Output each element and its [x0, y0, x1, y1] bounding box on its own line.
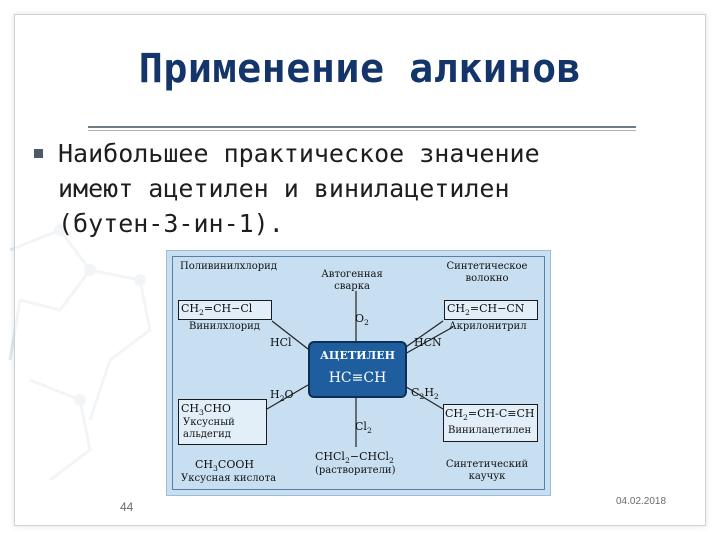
- title-underline-thin: [88, 130, 636, 131]
- slide-title: Применение алкинов: [138, 46, 582, 92]
- vinylacetylene-box: [443, 404, 538, 442]
- diagram-inner-border: [172, 256, 545, 490]
- acetic-acid-formula: CH3COOH: [195, 458, 254, 474]
- vinylchloride-box: [178, 300, 272, 320]
- body-text: Наибольшее практическое значение имеют а…: [58, 136, 698, 241]
- slide-number: 44: [120, 500, 134, 514]
- acetic-acid-name: Уксусная кислота: [181, 473, 277, 484]
- acetylene-center-box: АЦЕТИЛЕН HC≡CH: [308, 341, 407, 398]
- diagram-connector-lines: [266, 291, 454, 447]
- vinylchloride-name: Винилхлорид: [189, 321, 260, 332]
- reagent-o2: O2: [355, 312, 369, 328]
- reagent-cl2: Cl2: [355, 420, 372, 436]
- title-underline: [88, 126, 636, 128]
- fiber-label: Синтетическое волокно: [446, 261, 528, 284]
- polyvinylchloride-label: Поливинилхлорид: [180, 261, 277, 272]
- reagent-c2h2: C2H2: [411, 386, 439, 402]
- acetaldehyde-formula: CH3CHO: [181, 402, 231, 418]
- acetylene-uses-diagram: Поливинилхлорид Автогенная сварка Синтет…: [166, 250, 551, 496]
- acrylonitrile-formula: CH2=CH−CN: [447, 302, 525, 318]
- acrylonitrile-name: Акрилонитрил: [449, 321, 527, 332]
- solvent-formula: CHCl2−CHCl2: [315, 450, 394, 466]
- square-bullet-icon: [34, 149, 43, 158]
- solvent-name: (растворители): [315, 465, 396, 476]
- vinylacetylene-formula: CH2=CH-C≡CH: [445, 407, 535, 423]
- acetylene-formula: HC≡CH: [328, 370, 387, 386]
- welding-label: Автогенная сварка: [321, 269, 383, 292]
- body-line: Наибольшее практическое значение: [58, 139, 540, 168]
- vinylacetylene-name: Винилацетилен: [448, 425, 532, 436]
- acetaldehyde-box: [178, 399, 267, 445]
- slide-date: 04.02.2018: [616, 496, 667, 507]
- reagent-h2o: H2O: [270, 388, 294, 404]
- reagent-hcl: HCl: [270, 336, 292, 349]
- acetylene-name: АЦЕТИЛЕН: [319, 349, 396, 362]
- vinylchloride-formula: CH2=CH−Cl: [181, 302, 253, 318]
- acrylonitrile-box: [444, 300, 538, 320]
- body-line: имеют ацетилен и винилацетилен: [58, 174, 510, 203]
- reagent-hcn: HCN: [414, 336, 442, 349]
- body-line: (бутен-3-ин-1).: [58, 209, 284, 238]
- acetaldehyde-name: Уксусный альдегид: [183, 417, 235, 440]
- rubber-label: Синтетический каучук: [445, 459, 529, 482]
